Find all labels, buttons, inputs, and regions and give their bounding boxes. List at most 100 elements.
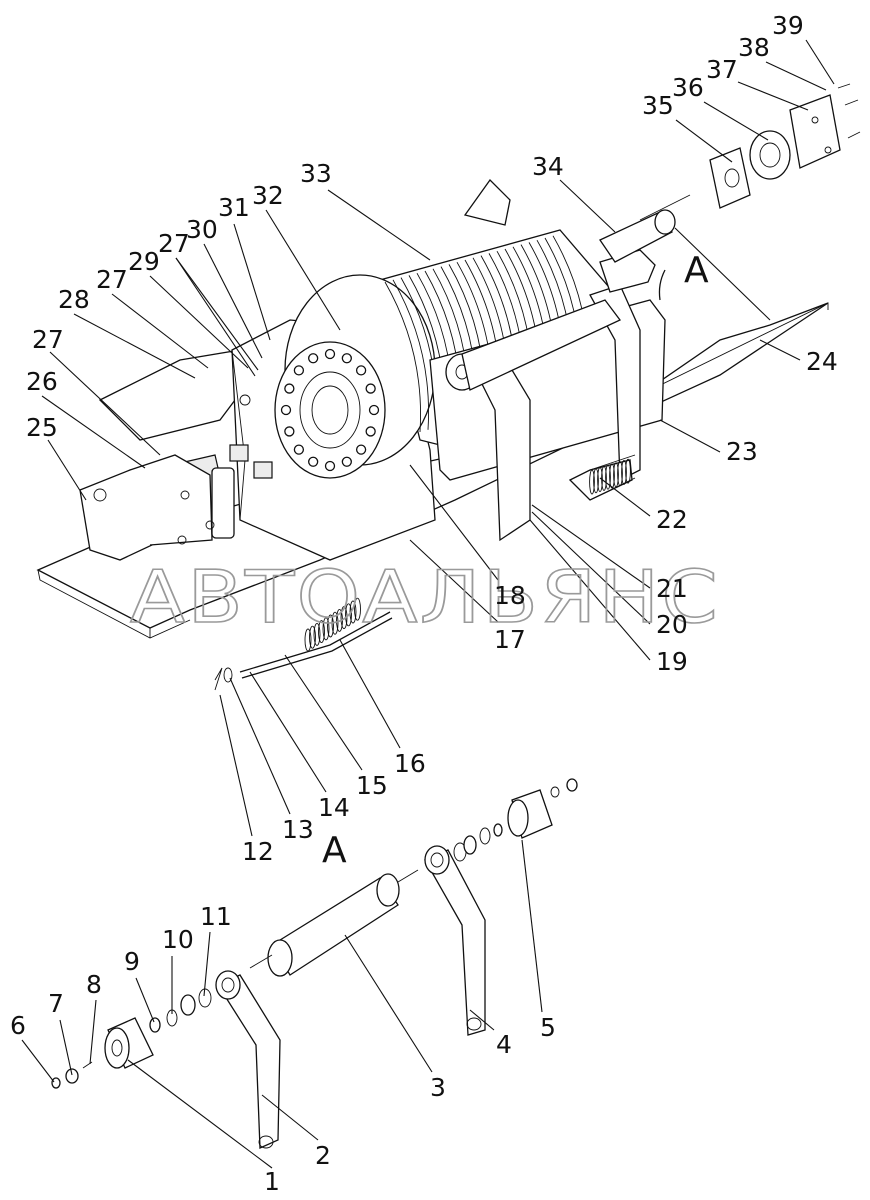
callout-19: 19	[656, 647, 688, 676]
flange-bolt	[365, 383, 376, 394]
view-label-a-main: A	[684, 250, 709, 291]
leader-line	[49, 351, 161, 456]
leader-line	[521, 839, 543, 1013]
leader-line	[47, 439, 87, 501]
detail-a-exploded	[51, 778, 578, 1149]
leader-lines	[21, 39, 835, 1169]
leader-line	[409, 539, 499, 623]
spring-coil	[605, 464, 611, 490]
callout-27a: 27	[32, 325, 64, 354]
callout-39: 39	[772, 11, 804, 40]
callout-11: 11	[200, 902, 232, 931]
leader-line	[529, 519, 651, 661]
callout-25: 25	[26, 413, 58, 442]
flange-bolt	[365, 426, 376, 437]
spring-coil	[609, 463, 615, 489]
callout-13: 13	[282, 815, 314, 844]
callout-32: 32	[252, 181, 284, 210]
flange-bolt	[368, 404, 380, 416]
callout-6: 6	[10, 1011, 26, 1040]
leader-line	[175, 257, 259, 371]
callout-34: 34	[532, 152, 564, 181]
callout-27c: 27	[158, 229, 190, 258]
leader-line	[89, 999, 97, 1065]
roller-assembly	[599, 194, 691, 301]
callout-38: 38	[738, 33, 770, 62]
view-label-a-detail: A	[322, 830, 347, 871]
leader-line	[203, 931, 211, 997]
spring-coil	[625, 458, 631, 484]
leader-line	[675, 119, 733, 163]
callout-28: 28	[58, 285, 90, 314]
leader-line	[599, 477, 651, 517]
callout-31: 31	[218, 193, 250, 222]
spring-coil	[601, 465, 607, 491]
callout-7: 7	[48, 989, 64, 1018]
leader-line	[135, 977, 155, 1023]
drum-groove	[384, 281, 421, 433]
callout-3: 3	[430, 1073, 446, 1102]
callout-29: 29	[128, 247, 160, 276]
spring-coil	[336, 608, 343, 632]
watermark-text: АВТОАЛЬЯНС	[130, 555, 720, 639]
callout-2: 2	[315, 1141, 331, 1170]
leader-line	[127, 1059, 273, 1169]
leader-line	[219, 694, 253, 837]
flange-bolt	[355, 365, 367, 376]
spring-coil	[318, 620, 325, 644]
spring-coil	[349, 600, 357, 624]
callout-14: 14	[318, 793, 350, 822]
callout-1: 1	[264, 1167, 280, 1196]
callout-20: 20	[656, 610, 688, 639]
leader-line	[737, 81, 809, 111]
leader-line	[674, 227, 771, 321]
leader-line	[805, 39, 835, 85]
callout-18: 18	[494, 581, 526, 610]
leader-line	[765, 61, 827, 91]
callout-8: 8	[86, 970, 102, 999]
spring-coil	[322, 617, 330, 641]
callout-24: 24	[806, 347, 838, 376]
spring-coil	[617, 461, 623, 487]
spring-coil	[313, 622, 321, 646]
hydraulic-motor	[79, 349, 251, 561]
part-number-callouts: 1 2 3 4 5 6 7 8 9 10 11 12 13 14 15 16 1…	[10, 11, 838, 1196]
callout-30: 30	[186, 215, 218, 244]
leader-line	[203, 243, 263, 359]
leader-line	[284, 654, 363, 771]
callout-33: 33	[300, 159, 332, 188]
leader-line	[327, 189, 431, 261]
leader-line	[175, 257, 256, 377]
leader-line	[261, 1094, 319, 1141]
callout-15: 15	[356, 771, 388, 800]
flange-bolt	[355, 444, 367, 455]
leader-line	[233, 223, 271, 341]
leader-line	[409, 464, 499, 581]
flange-bolt	[341, 456, 352, 467]
spring-coil	[304, 628, 312, 652]
spring-coil	[327, 614, 334, 638]
callout-27b: 27	[96, 265, 128, 294]
leader-line	[41, 395, 146, 469]
callout-35: 35	[642, 91, 674, 120]
leader-line	[703, 101, 769, 141]
callout-12: 12	[242, 837, 274, 866]
leader-line	[531, 504, 651, 589]
drum-groove	[392, 279, 429, 430]
callout-4: 4	[496, 1030, 512, 1059]
spring-coil	[345, 603, 352, 627]
leader-line	[531, 511, 651, 625]
spring-coil	[340, 606, 348, 630]
tension-rod	[214, 597, 393, 691]
leader-line	[59, 1019, 73, 1076]
flange-bolt	[293, 365, 305, 376]
callout-16: 16	[394, 749, 426, 778]
spring-coil	[621, 459, 627, 485]
leader-line	[149, 275, 249, 369]
flange-bolt	[308, 353, 319, 364]
spring-coil	[354, 597, 361, 621]
spring-coil	[331, 611, 339, 635]
flange-bolt	[324, 460, 336, 472]
callout-23: 23	[726, 437, 758, 466]
